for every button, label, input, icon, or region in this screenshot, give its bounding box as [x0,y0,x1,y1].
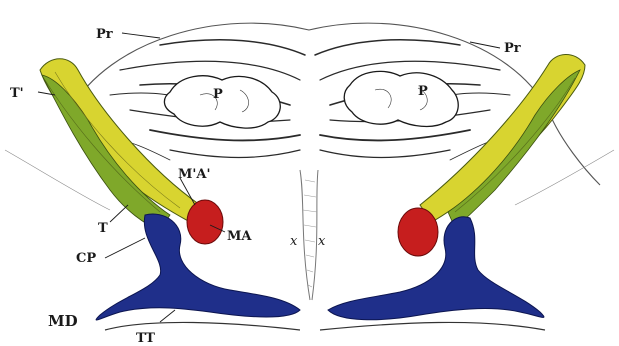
label-x-right: x [318,234,326,249]
label-pr-left: Pr [96,27,113,42]
nucleus-left [187,200,223,244]
label-cp: CP [76,251,96,266]
label-tt: TT [136,331,155,346]
midline-raphe [300,170,318,300]
pons-right-side [515,150,614,205]
label-md: MD [48,312,78,330]
label-ma-prime: M'A' [178,167,210,182]
label-p-right: P [418,84,428,99]
label-t: T [98,221,108,236]
label-ma: MA [227,229,252,244]
label-t-prime: T' [10,86,24,101]
label-x-left: x [290,234,298,249]
base-outline [105,322,545,330]
label-pr-right: Pr [504,41,521,56]
label-p-left: P [213,87,223,102]
nucleus-right [398,208,438,256]
tendon-right [420,54,585,228]
pontine-nucleus-right [344,71,458,126]
